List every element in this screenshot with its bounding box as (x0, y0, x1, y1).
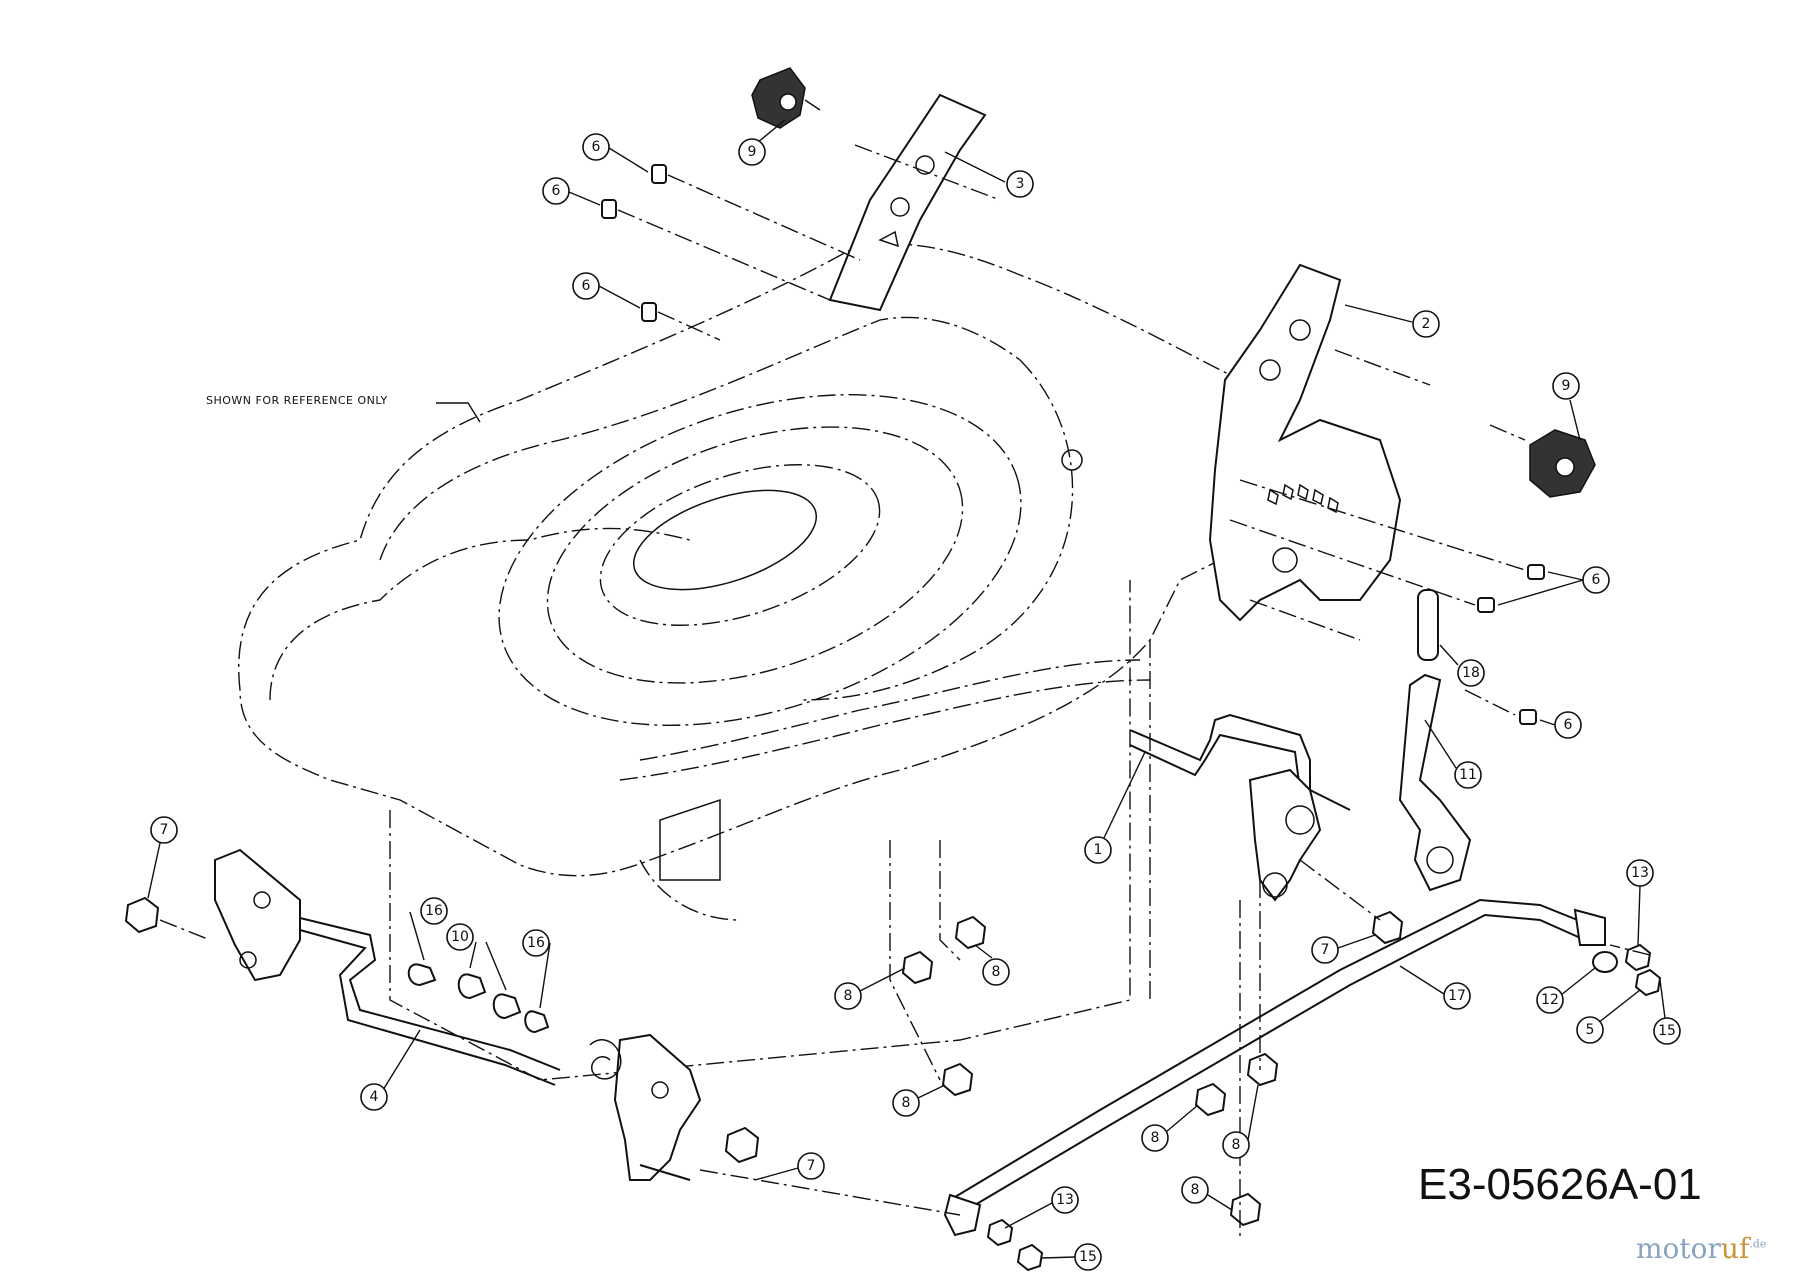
axle-1 (1129, 713, 1351, 902)
mower-deck (238, 243, 1241, 1081)
callout-7-left (150, 816, 178, 844)
callout-4 (360, 1083, 388, 1111)
callout-label: 8 (844, 988, 853, 1004)
callout-2 (1412, 310, 1440, 338)
callout-label: 16 (425, 903, 443, 919)
callout-label: 15 (1658, 1023, 1676, 1039)
callout-15-right (1653, 1017, 1681, 1045)
callout-8-e (1222, 1131, 1250, 1159)
callout-10 (446, 923, 474, 951)
callout-label: 2 (1422, 316, 1431, 332)
callout-1 (1084, 836, 1112, 864)
callout-label: 3 (1016, 176, 1025, 192)
callout-label: 13 (1631, 865, 1649, 881)
callout-6-a (582, 133, 610, 161)
brand-part-2: uf (1720, 1232, 1750, 1265)
callout-13-bottom (1051, 1186, 1079, 1214)
brand-part-1: motor (1636, 1232, 1721, 1265)
callout-label: 6 (552, 183, 561, 199)
callout-13-right (1626, 859, 1654, 887)
knob-right (1529, 429, 1596, 498)
callout-label: 6 (1592, 572, 1601, 588)
callout-label: 10 (451, 929, 469, 945)
axle-4 (214, 848, 702, 1181)
callout-label: 12 (1541, 992, 1559, 1008)
callout-9-right (1552, 372, 1580, 400)
callout-label: 8 (902, 1095, 911, 1111)
callout-16-b (522, 929, 550, 957)
callout-label: 13 (1056, 1192, 1074, 1208)
callout-6-b (542, 177, 570, 205)
callout-label: 7 (160, 822, 169, 838)
callout-label: 9 (748, 144, 757, 160)
callout-16-a (420, 897, 448, 925)
callout-label: 6 (582, 278, 591, 294)
callout-17 (1443, 982, 1471, 1010)
lever-11 (1398, 673, 1472, 892)
callout-6-e (1554, 711, 1582, 739)
callout-label: 15 (1079, 1249, 1097, 1265)
callout-8-b (982, 958, 1010, 986)
callout-label: 8 (1191, 1182, 1200, 1198)
callout-label: 9 (1562, 378, 1571, 394)
callout-6-c (572, 272, 600, 300)
rod-17 (943, 898, 1606, 1237)
handle-bracket-2 (1208, 263, 1402, 622)
brand-suffix: .de (1749, 1237, 1767, 1251)
callout-label: 6 (1564, 717, 1573, 733)
callout-label: 8 (1232, 1137, 1241, 1153)
callout-label: 7 (1321, 942, 1330, 958)
reference-note: SHOWN FOR REFERENCE ONLY (206, 394, 388, 407)
callout-6-d (1582, 566, 1610, 594)
callout-label: 17 (1448, 988, 1466, 1004)
callout-18 (1457, 659, 1485, 687)
callout-3 (1006, 170, 1034, 198)
callout-5 (1576, 1016, 1604, 1044)
document-id: E3-05626A-01 (1418, 1160, 1702, 1209)
knob-top (751, 67, 806, 129)
handle-bracket-3 (828, 93, 987, 312)
callout-12 (1536, 986, 1564, 1014)
pin-18 (1417, 589, 1439, 661)
callout-8-f (1181, 1176, 1209, 1204)
callout-label: 8 (1151, 1130, 1160, 1146)
callout-label: 18 (1462, 665, 1480, 681)
callout-label: 8 (992, 964, 1001, 980)
callout-9-top (738, 138, 766, 166)
callouts: 9 6 3 6 6 2 9 6 6 18 11 1 (147, 119, 1681, 1271)
callout-label: 11 (1459, 767, 1477, 783)
callout-8-c (892, 1089, 920, 1117)
callout-7-right (1311, 936, 1339, 964)
assembly-lines (159, 99, 1651, 1240)
callout-label: 6 (592, 139, 601, 155)
bolts (601, 164, 1545, 725)
callout-label: 7 (807, 1158, 816, 1174)
callout-label: 1 (1094, 842, 1103, 858)
brand-logo: motoruf.de (1636, 1232, 1766, 1265)
nuts (124, 896, 1662, 1272)
callout-11 (1454, 761, 1482, 789)
callout-8-a (834, 982, 862, 1010)
callout-label: 5 (1586, 1022, 1595, 1038)
callout-15-bottom (1074, 1243, 1102, 1271)
callout-label: 16 (527, 935, 545, 951)
callout-label: 4 (370, 1089, 379, 1105)
callout-7-bottom (797, 1152, 825, 1180)
callout-8-d (1141, 1124, 1169, 1152)
